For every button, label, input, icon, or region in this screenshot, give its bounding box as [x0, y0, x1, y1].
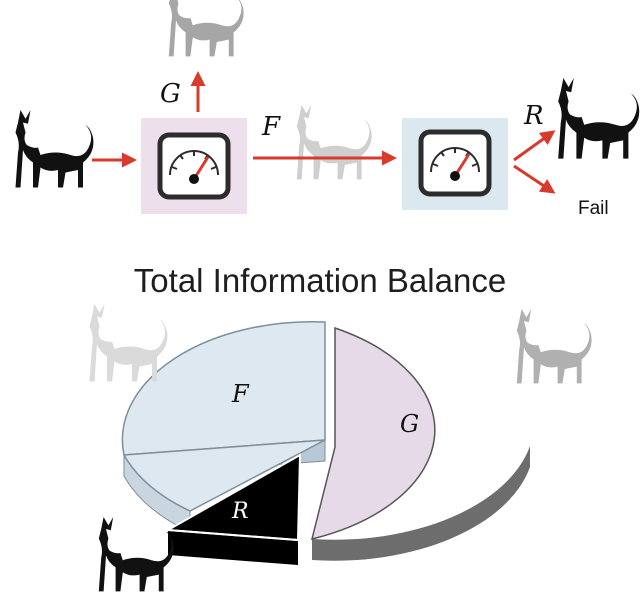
label-r-top: R	[523, 101, 544, 131]
cat-icon	[296, 105, 372, 180]
pie-slice-g	[310, 326, 530, 561]
cat-icon	[15, 110, 94, 188]
cat-icon	[168, 0, 244, 57]
pie-label-f: F	[231, 380, 250, 408]
gauge-icon	[421, 132, 489, 194]
cat-icon	[98, 517, 174, 592]
pie-slice-f	[121, 320, 326, 533]
gauge-icon	[160, 135, 228, 197]
label-fail: Fail	[578, 198, 609, 219]
pie-label-r: R	[231, 499, 249, 524]
label-f-top: F	[261, 112, 281, 142]
label-g-top: G	[160, 79, 181, 109]
pie-label-g: G	[400, 410, 419, 438]
arrow-icon	[92, 71, 556, 194]
pie-slice-r	[164, 453, 302, 565]
page-title: Total Information Balance	[133, 262, 507, 299]
cat-icon	[558, 78, 640, 159]
cat-icon	[516, 309, 592, 384]
cat-icon	[89, 304, 168, 382]
